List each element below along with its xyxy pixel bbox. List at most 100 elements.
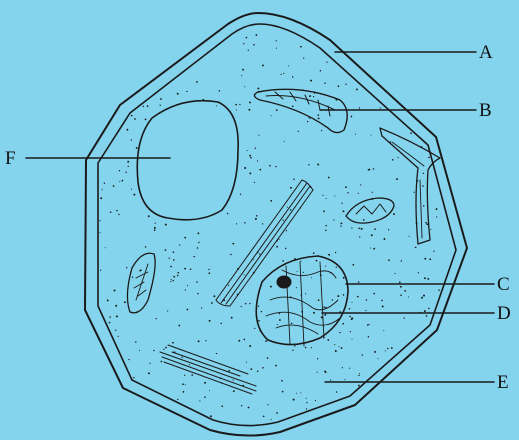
cytoplasm-dot [177, 272, 179, 274]
cytoplasm-dot [370, 247, 371, 248]
cytoplasm-dot [339, 311, 341, 313]
cytoplasm-dot [208, 269, 209, 270]
cytoplasm-dot [173, 276, 175, 278]
cytoplasm-dot [351, 302, 352, 303]
cytoplasm-dot [373, 248, 375, 250]
cytoplasm-dot [325, 225, 327, 227]
cytoplasm-dot [395, 273, 396, 274]
cytoplasm-dot [339, 332, 340, 333]
label-a: A [479, 43, 493, 62]
cytoplasm-dot [198, 242, 199, 243]
cytoplasm-dot [270, 200, 272, 202]
chloroplast-small [346, 198, 394, 223]
cytoplasm-dot [160, 104, 161, 105]
cytoplasm-dot [199, 400, 200, 401]
cytoplasm-dot [156, 318, 157, 319]
cytoplasm-dot [426, 223, 428, 225]
cytoplasm-dot [392, 159, 394, 161]
cytoplasm-dot [436, 216, 437, 217]
cytoplasm-dot [113, 185, 115, 187]
cytoplasm-dot [249, 345, 251, 347]
cytoplasm-dot [317, 372, 318, 373]
cytoplasm-dot [210, 415, 212, 417]
endoplasmic-reticulum-diagonal [216, 180, 313, 306]
cytoplasm-dot [293, 178, 295, 180]
cytoplasm-dot [433, 250, 434, 251]
cytoplasm-dot [301, 294, 302, 295]
cytoplasm-dot [125, 172, 126, 173]
cytoplasm-dot [259, 169, 261, 171]
cytoplasm-dot [182, 383, 184, 385]
cytoplasm-dot [283, 220, 284, 221]
cytoplasm-dot [352, 264, 354, 266]
cytoplasm-dot [324, 314, 326, 316]
cytoplasm-dot [165, 224, 167, 226]
cytoplasm-dot [277, 324, 278, 325]
cytoplasm-dot [276, 40, 277, 41]
cytoplasm-dot [173, 251, 175, 253]
cytoplasm-dot [191, 374, 193, 376]
cytoplasm-dot [259, 253, 260, 254]
label-e: E [497, 373, 509, 392]
cytoplasm-dot [317, 163, 319, 165]
chloroplast-left [127, 253, 155, 313]
cytoplasm-dot [237, 294, 239, 296]
cytoplasm-dot [270, 286, 272, 288]
cytoplasm-dot [310, 186, 312, 188]
cytoplasm-dot [336, 99, 338, 101]
cytoplasm-dot [391, 347, 393, 349]
cytoplasm-dot [221, 405, 223, 407]
cytoplasm-dot [116, 210, 117, 211]
cytoplasm-dot [303, 272, 304, 273]
cytoplasm-dot [424, 310, 426, 312]
cytoplasm-dot [347, 192, 348, 193]
cytoplasm-dot [306, 402, 307, 403]
cytoplasm-dot [209, 320, 211, 322]
cytoplasm-dot [133, 377, 134, 378]
cytoplasm-dot [131, 115, 133, 117]
cytoplasm-dot [255, 34, 257, 36]
cytoplasm-dot [342, 323, 344, 325]
cytoplasm-dot [349, 308, 351, 310]
cytoplasm-dot [124, 301, 126, 303]
cytoplasm-dot [313, 312, 315, 314]
cytoplasm-dot [294, 345, 295, 346]
cytoplasm-dot [340, 225, 341, 226]
cytoplasm-dot [246, 37, 248, 39]
cytoplasm-dot [135, 341, 136, 342]
cytoplasm-dot [422, 185, 424, 187]
cytoplasm-dot [355, 134, 356, 135]
cytoplasm-dot [300, 207, 301, 208]
cytoplasm-dot [428, 157, 430, 159]
cytoplasm-dot [228, 370, 230, 372]
cytoplasm-dot [404, 290, 406, 292]
cytoplasm-dot [118, 214, 119, 215]
cytoplasm-dot [338, 85, 340, 87]
cytoplasm-dot [213, 295, 215, 297]
cytoplasm-dot [197, 232, 199, 234]
cytoplasm-dot [421, 297, 423, 299]
cytoplasm-dot [267, 404, 268, 405]
cytoplasm-dot [242, 385, 244, 387]
cytoplasm-dot [276, 246, 278, 248]
cytoplasm-dot [148, 372, 150, 374]
cytoplasm-dot [147, 105, 149, 107]
cytoplasm-dot [248, 109, 250, 111]
cytoplasm-dot [201, 307, 202, 308]
cytoplasm-dot [258, 320, 260, 322]
cytoplasm-dot [306, 408, 307, 409]
cytoplasm-dot [143, 106, 144, 107]
cytoplasm-dot [165, 249, 167, 251]
cytoplasm-dot [170, 266, 172, 268]
cytoplasm-dot [343, 294, 345, 296]
cytoplasm-dot [242, 69, 244, 71]
cytoplasm-dot [253, 259, 254, 260]
cytoplasm-dot [315, 400, 316, 401]
cytoplasm-dot [99, 220, 100, 221]
cytoplasm-dot [228, 285, 229, 286]
cytoplasm-dot [280, 279, 282, 281]
cytoplasm-dot [339, 346, 340, 347]
cytoplasm-dot [318, 117, 320, 119]
cytoplasm-dot [336, 267, 337, 268]
